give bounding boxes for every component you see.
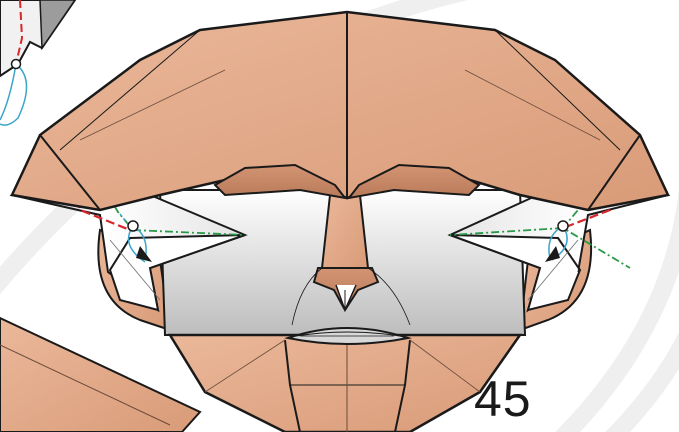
pivot-circle-icon bbox=[128, 221, 138, 231]
pivot-circle-icon bbox=[558, 221, 568, 231]
previous-step-fragment bbox=[0, 0, 75, 125]
pivot-circle-icon bbox=[12, 60, 21, 69]
step-number: 45 bbox=[474, 372, 532, 426]
jaw bbox=[170, 335, 520, 432]
forehead bbox=[12, 12, 668, 210]
